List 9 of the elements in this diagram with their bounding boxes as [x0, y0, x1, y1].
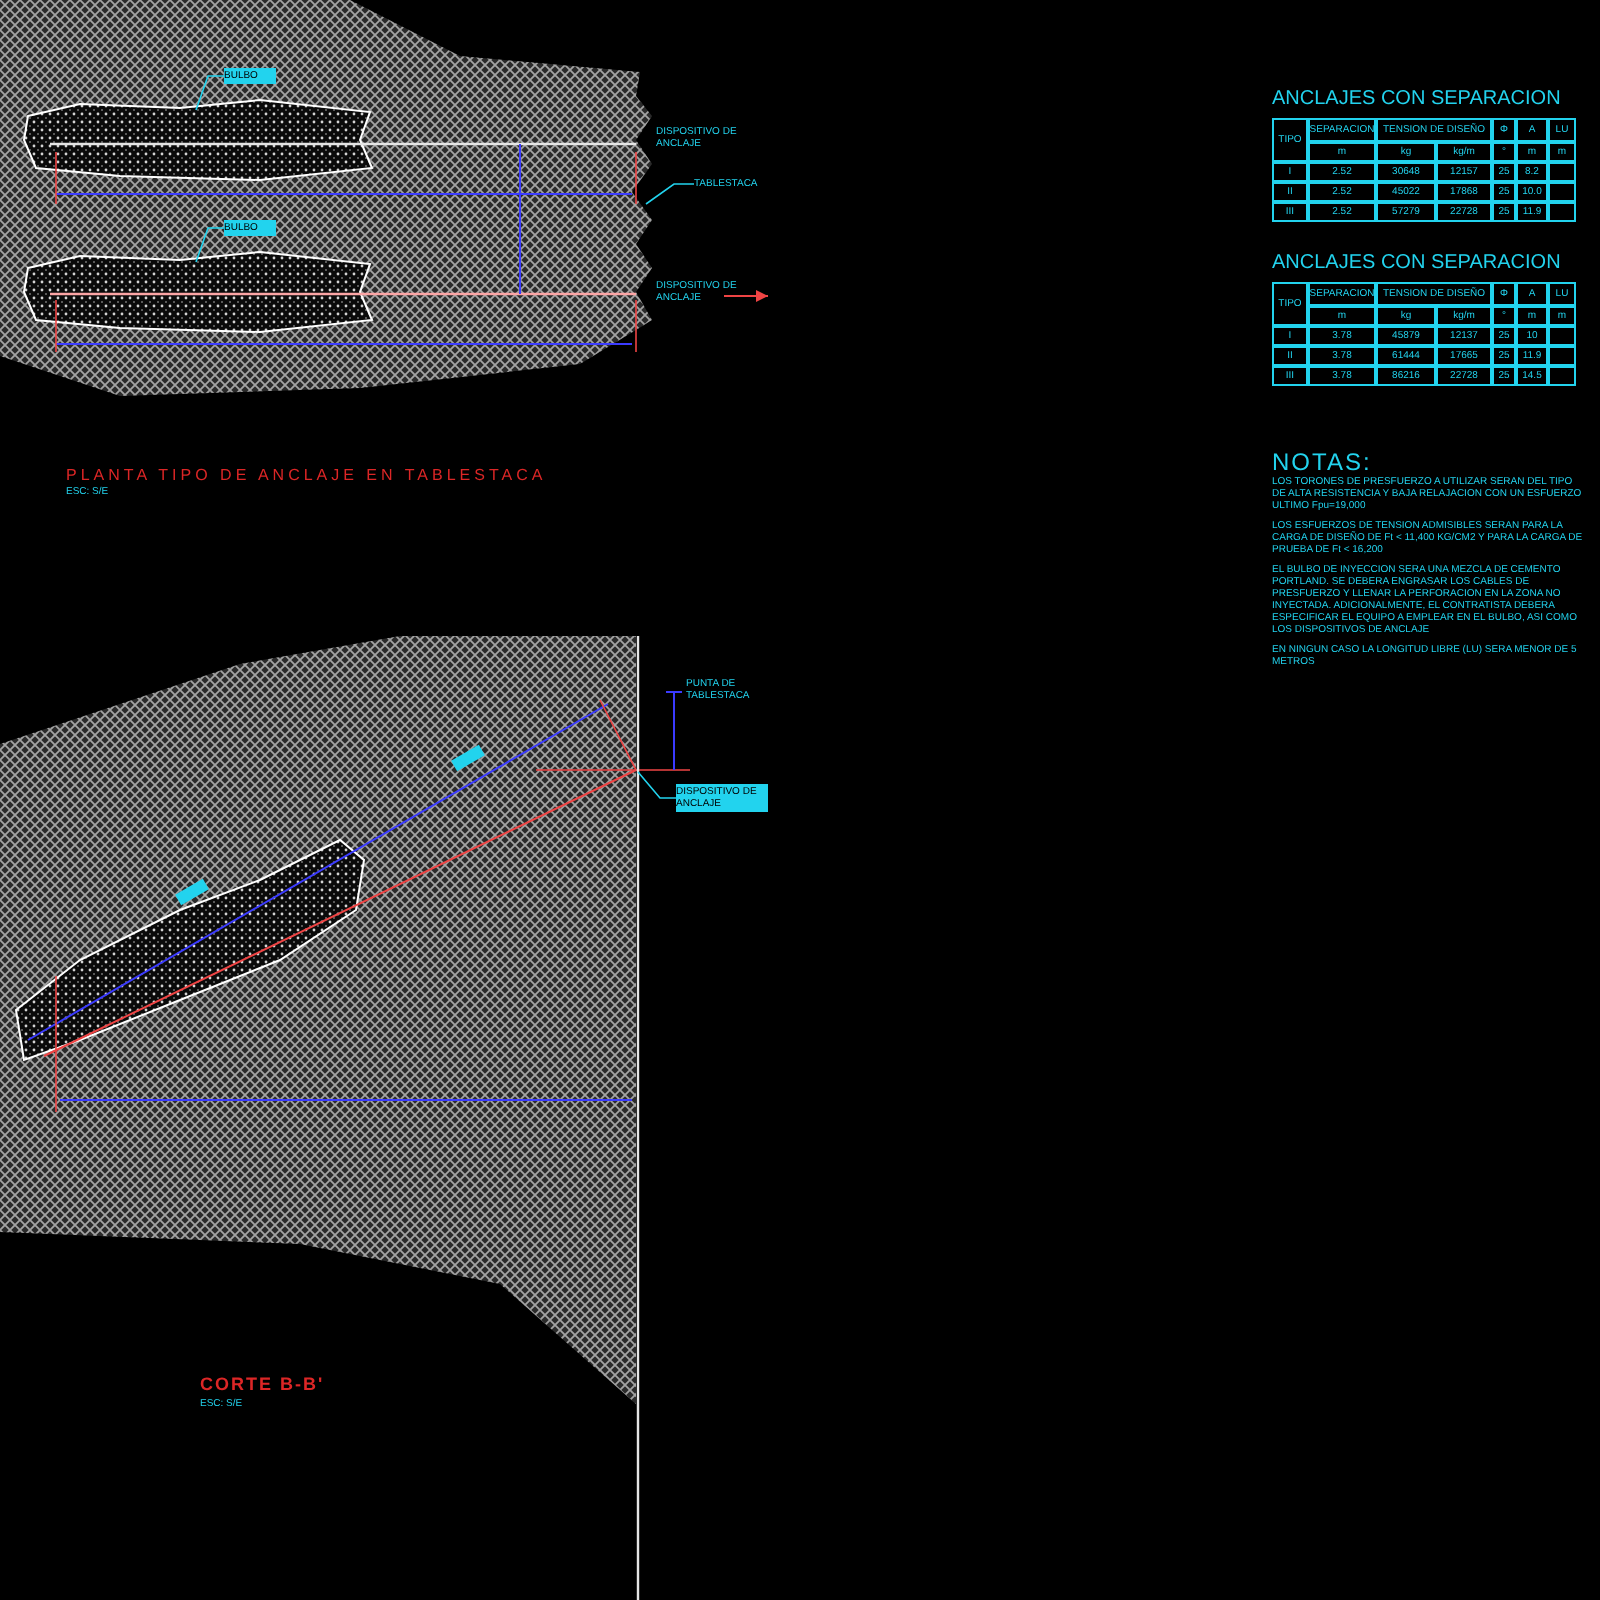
notes-heading: NOTAS:: [1272, 446, 1372, 477]
drawing-title: CORTE B-B': [200, 1372, 325, 1398]
leader-line: [645, 183, 695, 205]
leader-line: [195, 227, 225, 263]
table-title: ANCLAJES CON SEPARACION: [1272, 86, 1561, 114]
leader-line: [195, 75, 225, 111]
leader-line: [637, 771, 677, 799]
table-title: ANCLAJES CON SEPARACION: [1272, 250, 1561, 278]
drawing-title: PLANTA TIPO DE ANCLAJE EN TABLESTACA: [66, 464, 547, 487]
